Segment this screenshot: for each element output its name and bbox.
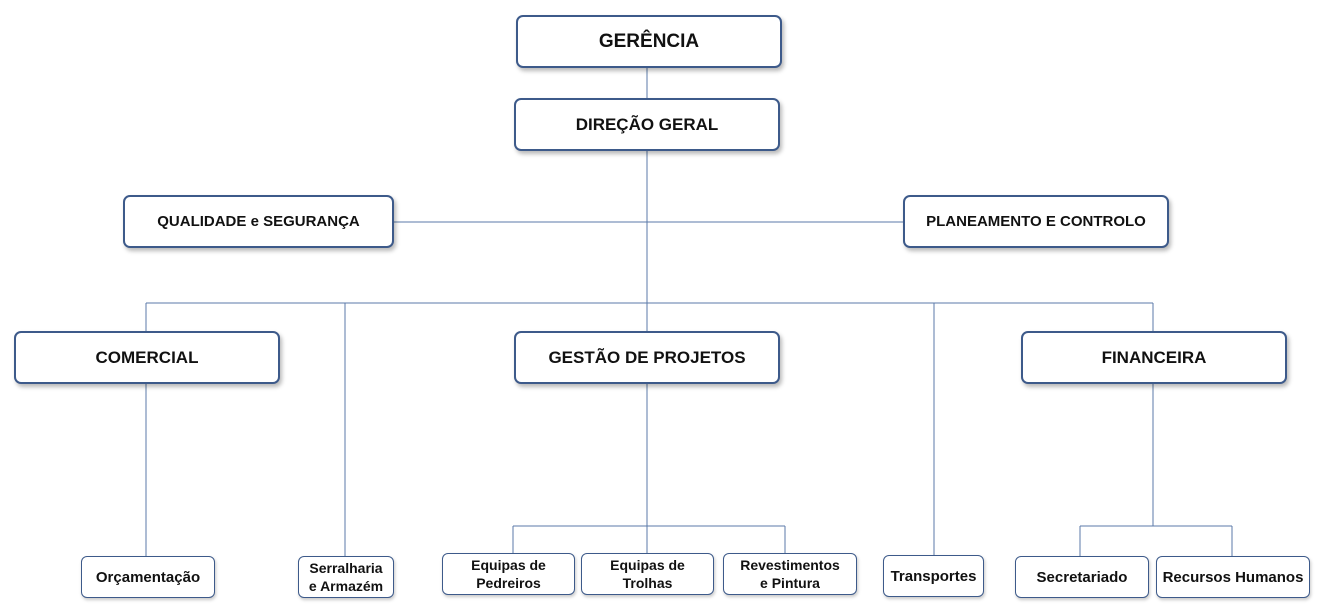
node-direcao-geral-label: DIREÇÃO GERAL [575,114,719,134]
node-planeamento-controlo-label: PLANEAMENTO E CONTROLO [926,213,1146,230]
node-financeira-label: FINANCEIRA [1101,347,1207,367]
node-equipas-trolhas: Equipas de Trolhas [581,553,714,595]
node-recursos-humanos: Recursos Humanos [1156,556,1310,598]
node-orcamentacao: Orçamentação [81,556,215,598]
node-trolhas-line1: Equipas de [610,557,685,573]
node-serralharia-line2: e Armazém [308,578,384,594]
node-pedreiros-line1: Equipas de [471,557,546,573]
node-recursos-humanos-label: Recursos Humanos [1162,568,1304,586]
node-equipas-pedreiros: Equipas de Pedreiros [442,553,575,595]
node-serralharia-line1: Serralharia [309,560,383,576]
node-gerencia-label: GERÊNCIA [598,30,700,52]
node-revestimentos-line1: Revestimentos [740,557,840,573]
node-qualidade-seguranca: QUALIDADE e SEGURANÇA [123,195,394,248]
node-serralharia-armazem: Serralharia e Armazém [298,556,394,598]
node-revestimentos-line2: e Pintura [760,575,820,591]
node-transportes: Transportes [883,555,984,597]
node-qualidade-seguranca-label: QUALIDADE e SEGURANÇA [157,213,360,230]
node-gestao-projetos: GESTÃO DE PROJETOS [514,331,780,384]
node-gestao-projetos-label: GESTÃO DE PROJETOS [548,347,746,367]
node-financeira: FINANCEIRA [1021,331,1287,384]
node-direcao-geral: DIREÇÃO GERAL [514,98,780,151]
node-revestimentos-pintura: Revestimentos e Pintura [723,553,857,595]
node-orcamentacao-label: Orçamentação [95,568,201,586]
node-secretariado: Secretariado [1015,556,1149,598]
node-transportes-label: Transportes [890,567,977,585]
node-secretariado-label: Secretariado [1036,568,1128,586]
node-pedreiros-line2: Pedreiros [476,575,541,591]
node-trolhas-line2: Trolhas [622,575,673,591]
node-comercial: COMERCIAL [14,331,280,384]
node-planeamento-controlo: PLANEAMENTO E CONTROLO [903,195,1169,248]
node-comercial-label: COMERCIAL [95,347,199,367]
node-gerencia: GERÊNCIA [516,15,782,68]
